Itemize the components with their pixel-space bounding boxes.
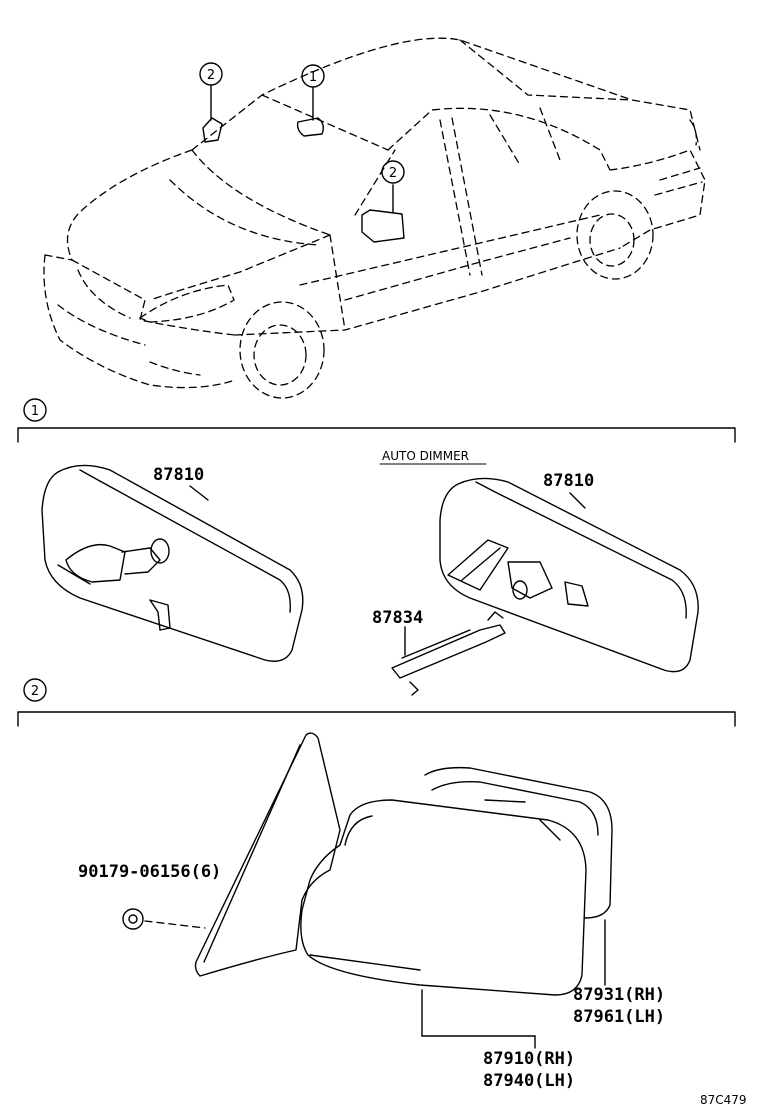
part-bolt: 90179-06156(6) [78, 862, 221, 882]
part-inner-mirror-right: 87810 [543, 471, 594, 491]
part-inner-mirror-left: 87810 [153, 465, 204, 485]
inner-mirror-standard [41, 464, 304, 662]
inner-mirror-auto-dimmer [439, 477, 699, 673]
bracket-87834 [391, 611, 506, 696]
callout-overview-inner-mirror: 1 [301, 64, 325, 88]
callout-overview-right-mirror: 2 [381, 160, 405, 184]
leader-lines-outer-mirror [421, 919, 606, 1049]
outer-mirror-assembly [194, 732, 613, 996]
svg-text:2: 2 [207, 68, 215, 83]
svg-text:2: 2 [389, 166, 397, 181]
part-glass-lh: 87961(LH) [573, 1007, 665, 1027]
section1-header: 1 [17, 398, 736, 443]
part-assy-rh: 87910(RH) [483, 1049, 575, 1069]
svg-text:1: 1 [309, 70, 317, 85]
part-assy-lh: 87940(LH) [483, 1071, 575, 1091]
part-glass-rh: 87931(RH) [573, 985, 665, 1005]
car-illustration [43, 37, 706, 399]
part-bracket: 87834 [372, 608, 423, 628]
svg-text:1: 1 [31, 404, 39, 419]
auto-dimmer-note: AUTO DIMMER [379, 449, 487, 465]
callout-overview-left-mirror: 2 [199, 62, 223, 86]
section2-header: 2 [17, 678, 736, 727]
svg-text:AUTO DIMMER: AUTO DIMMER [382, 449, 469, 463]
bolt-90179 [122, 908, 206, 930]
svg-text:2: 2 [31, 684, 39, 699]
diagram-code: 87C479 [700, 1093, 747, 1107]
